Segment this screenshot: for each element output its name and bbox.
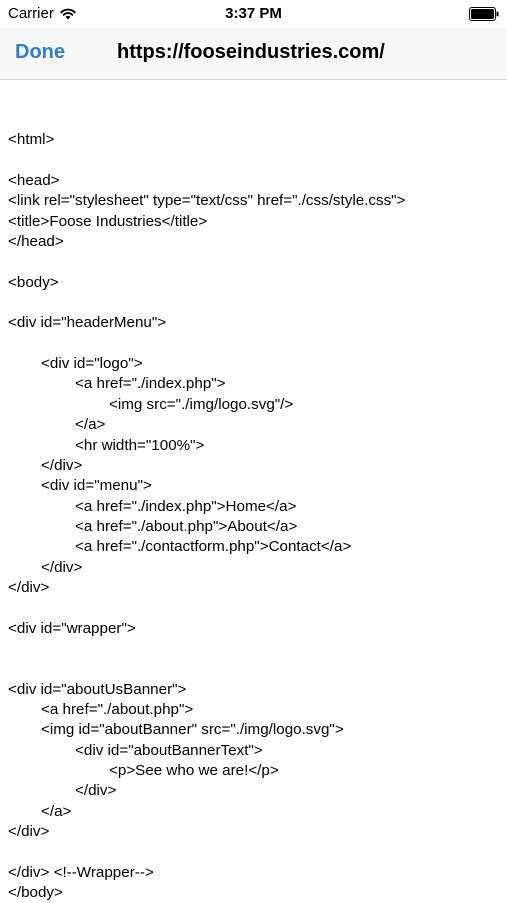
battery-icon — [469, 7, 499, 21]
source-line: <p>See who we are!</p> — [109, 762, 279, 779]
source-line: </head> — [8, 233, 64, 251]
source-line: <div id="aboutUsBanner"> — [8, 680, 187, 698]
source-line — [8, 151, 503, 171]
carrier-label: Carrier — [8, 5, 54, 22]
source-line: <a href="./index.php">Home</a> — [75, 497, 297, 515]
page-url-title: https://fooseindustries.com/ — [117, 41, 385, 63]
source-line — [8, 252, 503, 272]
source-line: <div id="logo"> — [41, 355, 143, 373]
source-line: <a href="./about.php"> — [41, 700, 194, 718]
source-line — [8, 639, 503, 659]
page-source-view: <html> <head> <link rel="stylesheet" typ… — [8, 110, 503, 903]
source-line: </body> — [8, 884, 63, 902]
wifi-icon — [60, 8, 76, 19]
source-line: <link rel="stylesheet" type="text/css" h… — [8, 192, 406, 210]
source-line: </a> — [75, 416, 106, 434]
source-line: <div id="headerMenu"> — [8, 314, 167, 332]
status-left: Carrier — [8, 5, 76, 22]
source-line — [8, 842, 503, 862]
source-line: <img src="./img/logo.svg"/> — [109, 395, 294, 413]
done-button[interactable]: Done — [15, 41, 65, 63]
source-line: <a href="./contactform.php">Contact</a> — [75, 538, 352, 556]
source-line — [8, 334, 503, 354]
source-line: <a href="./about.php">About</a> — [75, 517, 298, 535]
source-line: <div id="wrapper"> — [8, 619, 136, 637]
source-line: </div> — [41, 558, 83, 576]
source-line: <body> — [8, 273, 59, 291]
source-line: <a href="./index.php"> — [75, 375, 226, 393]
source-line: </div> — [41, 456, 83, 474]
status-time: 3:37 PM — [225, 5, 282, 22]
source-line: </div> — [8, 578, 50, 596]
source-line — [8, 659, 503, 679]
source-line: <div id="aboutBannerText"> — [75, 741, 263, 759]
source-line: <img id="aboutBanner" src="./img/logo.sv… — [41, 721, 344, 739]
navigation-bar: Done https://fooseindustries.com/ — [0, 28, 507, 80]
source-line: </div> <!--Wrapper--> — [8, 863, 154, 881]
source-line: </div> — [8, 823, 50, 841]
source-line: </div> — [75, 782, 117, 800]
source-line: <div id="menu"> — [41, 477, 152, 495]
source-line — [8, 598, 503, 618]
source-line: <title>Foose Industries</title> — [8, 212, 208, 230]
source-line: <html> — [8, 131, 55, 149]
source-line: <head> — [8, 172, 60, 190]
source-line — [8, 293, 503, 313]
source-line: </a> — [41, 802, 72, 820]
status-bar: Carrier 3:37 PM — [0, 0, 507, 28]
source-line — [8, 110, 503, 130]
source-line: <hr width="100%"> — [75, 436, 205, 454]
